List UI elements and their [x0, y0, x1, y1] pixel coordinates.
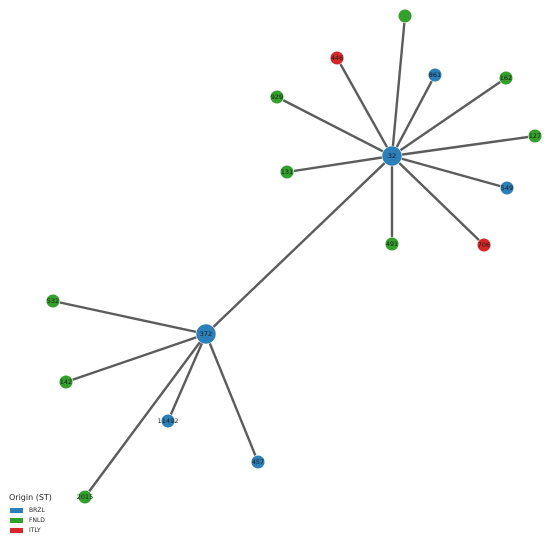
node-circle [329, 50, 345, 66]
node-circle [498, 70, 514, 86]
node-929: 929 [269, 89, 285, 105]
node-circle [77, 489, 93, 505]
node-861: 861 [427, 67, 443, 83]
node-circle [499, 180, 515, 196]
node-127: 127 [527, 128, 543, 144]
edge-32-372 [204, 154, 394, 336]
node-label: 131 [281, 168, 293, 176]
node-label: 2015 [77, 493, 94, 501]
legend-label-itly: ITLY [29, 526, 41, 534]
legend-title: Origin (ST) [9, 493, 52, 502]
legend-swatch-brzl [10, 507, 23, 513]
node-706: 706 [476, 237, 492, 253]
legend-entry-fnld: FNLD [9, 515, 52, 525]
edge-372-532 [51, 299, 208, 336]
legend-swatch-itly [10, 527, 23, 533]
edge-32-131 [285, 154, 394, 174]
legend-entry-brzl: BRZL [9, 505, 52, 515]
node-491: 491 [384, 236, 400, 252]
node-11492: 11492 [158, 413, 179, 429]
node-circle [269, 89, 285, 105]
node-label: 446 [331, 54, 343, 62]
node-372: 372 [195, 323, 217, 345]
node-457: 457 [250, 454, 266, 470]
node-label: 142 [60, 378, 72, 386]
node-532: 532 [45, 293, 61, 309]
edge-372-11492 [166, 332, 208, 423]
node-label: 162 [500, 74, 512, 82]
edge-372-142 [64, 332, 208, 384]
node-label: 457 [252, 458, 264, 466]
node-circle [397, 8, 413, 24]
node-label: 861 [429, 71, 441, 79]
node-label: 532 [47, 297, 59, 305]
edge-32-446 [335, 56, 394, 158]
edge-32-929 [275, 95, 394, 158]
node-label: 32 [388, 152, 396, 160]
node-446: 446 [329, 50, 345, 66]
edge-32-162 [390, 76, 508, 158]
edge-32-127 [390, 134, 537, 158]
node-162: 162 [498, 70, 514, 86]
node-label: 372 [200, 330, 212, 338]
legend-entry-itly: ITLY [9, 525, 52, 535]
node-131: 131 [279, 164, 295, 180]
edge-layer [51, 14, 537, 499]
legend-swatch-fnld [10, 517, 23, 523]
node-unlabeled [397, 8, 413, 24]
node-label: 127 [529, 132, 541, 140]
node-label: 491 [386, 240, 398, 248]
node-label: 549 [501, 184, 513, 192]
edge-32-top [390, 14, 407, 158]
node-32: 32 [381, 145, 403, 167]
node-circle [195, 323, 217, 345]
node-549: 549 [499, 180, 515, 196]
edge-32-706 [390, 154, 486, 247]
edge-372-2015 [83, 332, 208, 499]
node-label: 706 [478, 241, 490, 249]
node-circle [527, 128, 543, 144]
node-circle [384, 236, 400, 252]
legend-label-fnld: FNLD [29, 516, 45, 524]
legend-label-brzl: BRZL [29, 506, 45, 514]
node-circle [58, 374, 74, 390]
node-circle [160, 413, 176, 429]
node-2015: 2015 [77, 489, 94, 505]
node-circle [279, 164, 295, 180]
node-circle [381, 145, 403, 167]
node-142: 142 [58, 374, 74, 390]
edge-32-861 [390, 73, 437, 158]
node-label: 929 [271, 93, 283, 101]
node-label: 11492 [158, 417, 179, 425]
node-circle [427, 67, 443, 83]
node-circle [250, 454, 266, 470]
edge-372-457 [204, 332, 260, 464]
edge-32-549 [390, 154, 509, 190]
node-circle [476, 237, 492, 253]
legend: Origin (ST) BRZL FNLD ITLY [9, 493, 52, 535]
node-layer: 32 372 446 861 162 929 127 131 549 491 706 532 142 11… [45, 8, 543, 505]
node-circle [45, 293, 61, 309]
